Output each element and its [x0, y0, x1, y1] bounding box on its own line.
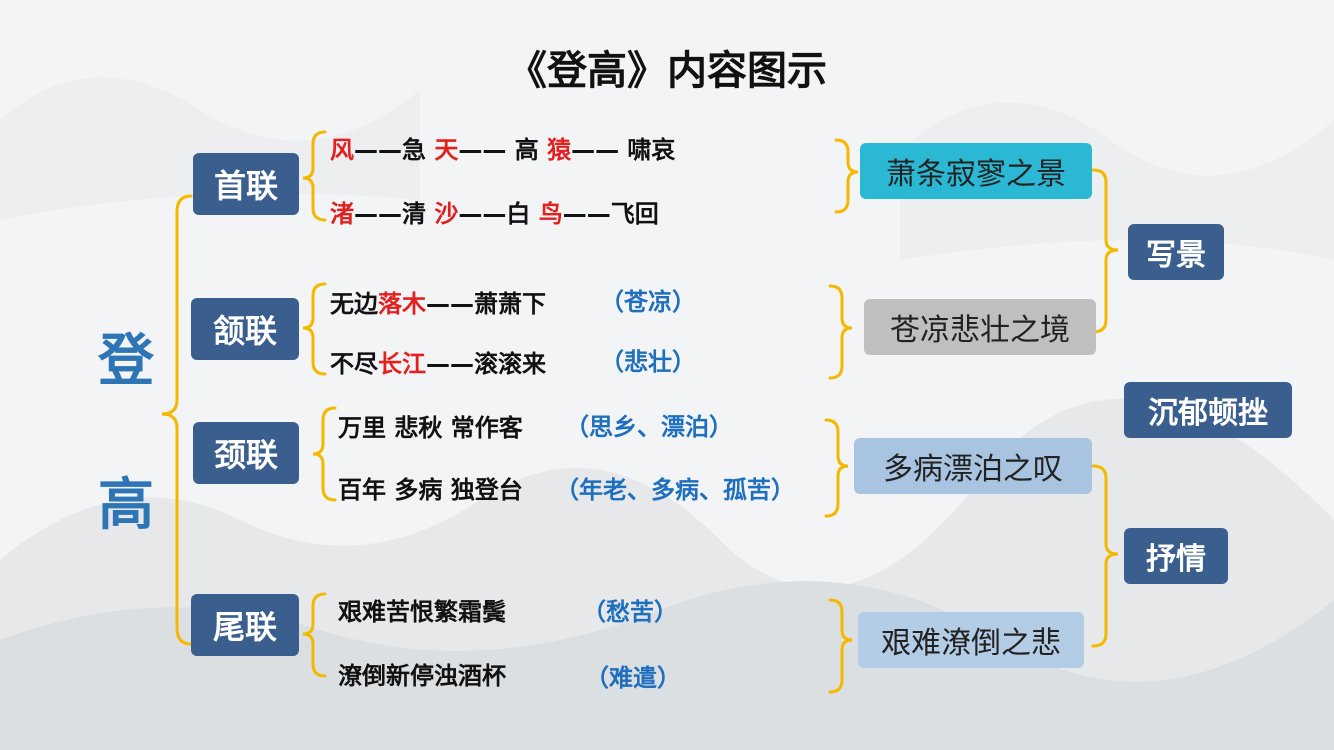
- line-text: 不尽: [330, 350, 378, 378]
- line-text: ——白: [458, 200, 539, 228]
- keyword: 沙: [434, 200, 459, 228]
- section-label-hanlian: 颔联: [191, 298, 299, 360]
- note-4-1: （愁苦）: [582, 598, 678, 626]
- keyword: 猿: [547, 136, 572, 164]
- note-3-1: （思乡、漂泊）: [565, 413, 733, 441]
- category-write-scene: 写景: [1128, 224, 1224, 280]
- keyword: 鸟: [538, 200, 563, 228]
- scene-box-1: 萧条寂寥之景: [860, 143, 1092, 199]
- line-text: ——滚滚来: [426, 350, 546, 378]
- line-text: ——清: [354, 200, 435, 228]
- section-label-weilian: 尾联: [191, 594, 299, 656]
- section-label-jinglian: 颈联: [193, 422, 299, 484]
- line-text: ——萧萧下: [426, 290, 546, 318]
- scene-box-2: 苍凉悲壮之境: [864, 299, 1096, 355]
- poem-line-3-1: 万里 悲秋 常作客: [338, 414, 523, 442]
- poem-line-4-1: 艰难苦恨繁霜鬓: [338, 598, 506, 626]
- keyword: 长江: [378, 350, 426, 378]
- keyword: 落木: [378, 290, 426, 318]
- root-char-1: 登: [98, 329, 154, 394]
- note-4-2: （难遣）: [585, 664, 681, 692]
- poem-line-1-2: 渚——清 沙——白 鸟——飞回: [330, 194, 659, 229]
- scene-box-3: 多病漂泊之叹: [854, 438, 1092, 494]
- note-2-1: （苍凉）: [600, 288, 696, 316]
- note-3-2: （年老、多病、孤苦）: [555, 476, 795, 504]
- poem-line-4-2: 潦倒新停浊酒杯: [338, 662, 506, 690]
- category-express: 抒情: [1124, 528, 1228, 584]
- scene-box-4: 艰难潦倒之悲: [858, 612, 1084, 668]
- note-2-2: （悲壮）: [600, 348, 696, 376]
- keyword: 渚: [330, 200, 354, 228]
- category-mood: 沉郁顿挫: [1124, 382, 1292, 438]
- poem-line-2-1: 无边落木——萧萧下: [330, 284, 546, 319]
- keyword: 天: [434, 136, 459, 164]
- line-text: —— 高: [458, 136, 548, 164]
- keyword: 风: [330, 136, 354, 164]
- section-label-shoulian: 首联: [193, 153, 299, 215]
- poem-line-1-1: 风——急 天—— 高 猿—— 啸哀: [330, 130, 675, 165]
- root-char-2: 高: [98, 473, 154, 538]
- line-text: ——急: [354, 136, 435, 164]
- poem-line-3-2: 百年 多病 独登台: [338, 476, 523, 504]
- line-text: ——飞回: [562, 200, 659, 228]
- poem-line-2-2: 不尽长江——滚滚来: [330, 344, 546, 379]
- line-text: 无边: [330, 290, 378, 318]
- line-text: —— 啸哀: [571, 136, 676, 164]
- page-title: 《登高》内容图示: [507, 48, 827, 94]
